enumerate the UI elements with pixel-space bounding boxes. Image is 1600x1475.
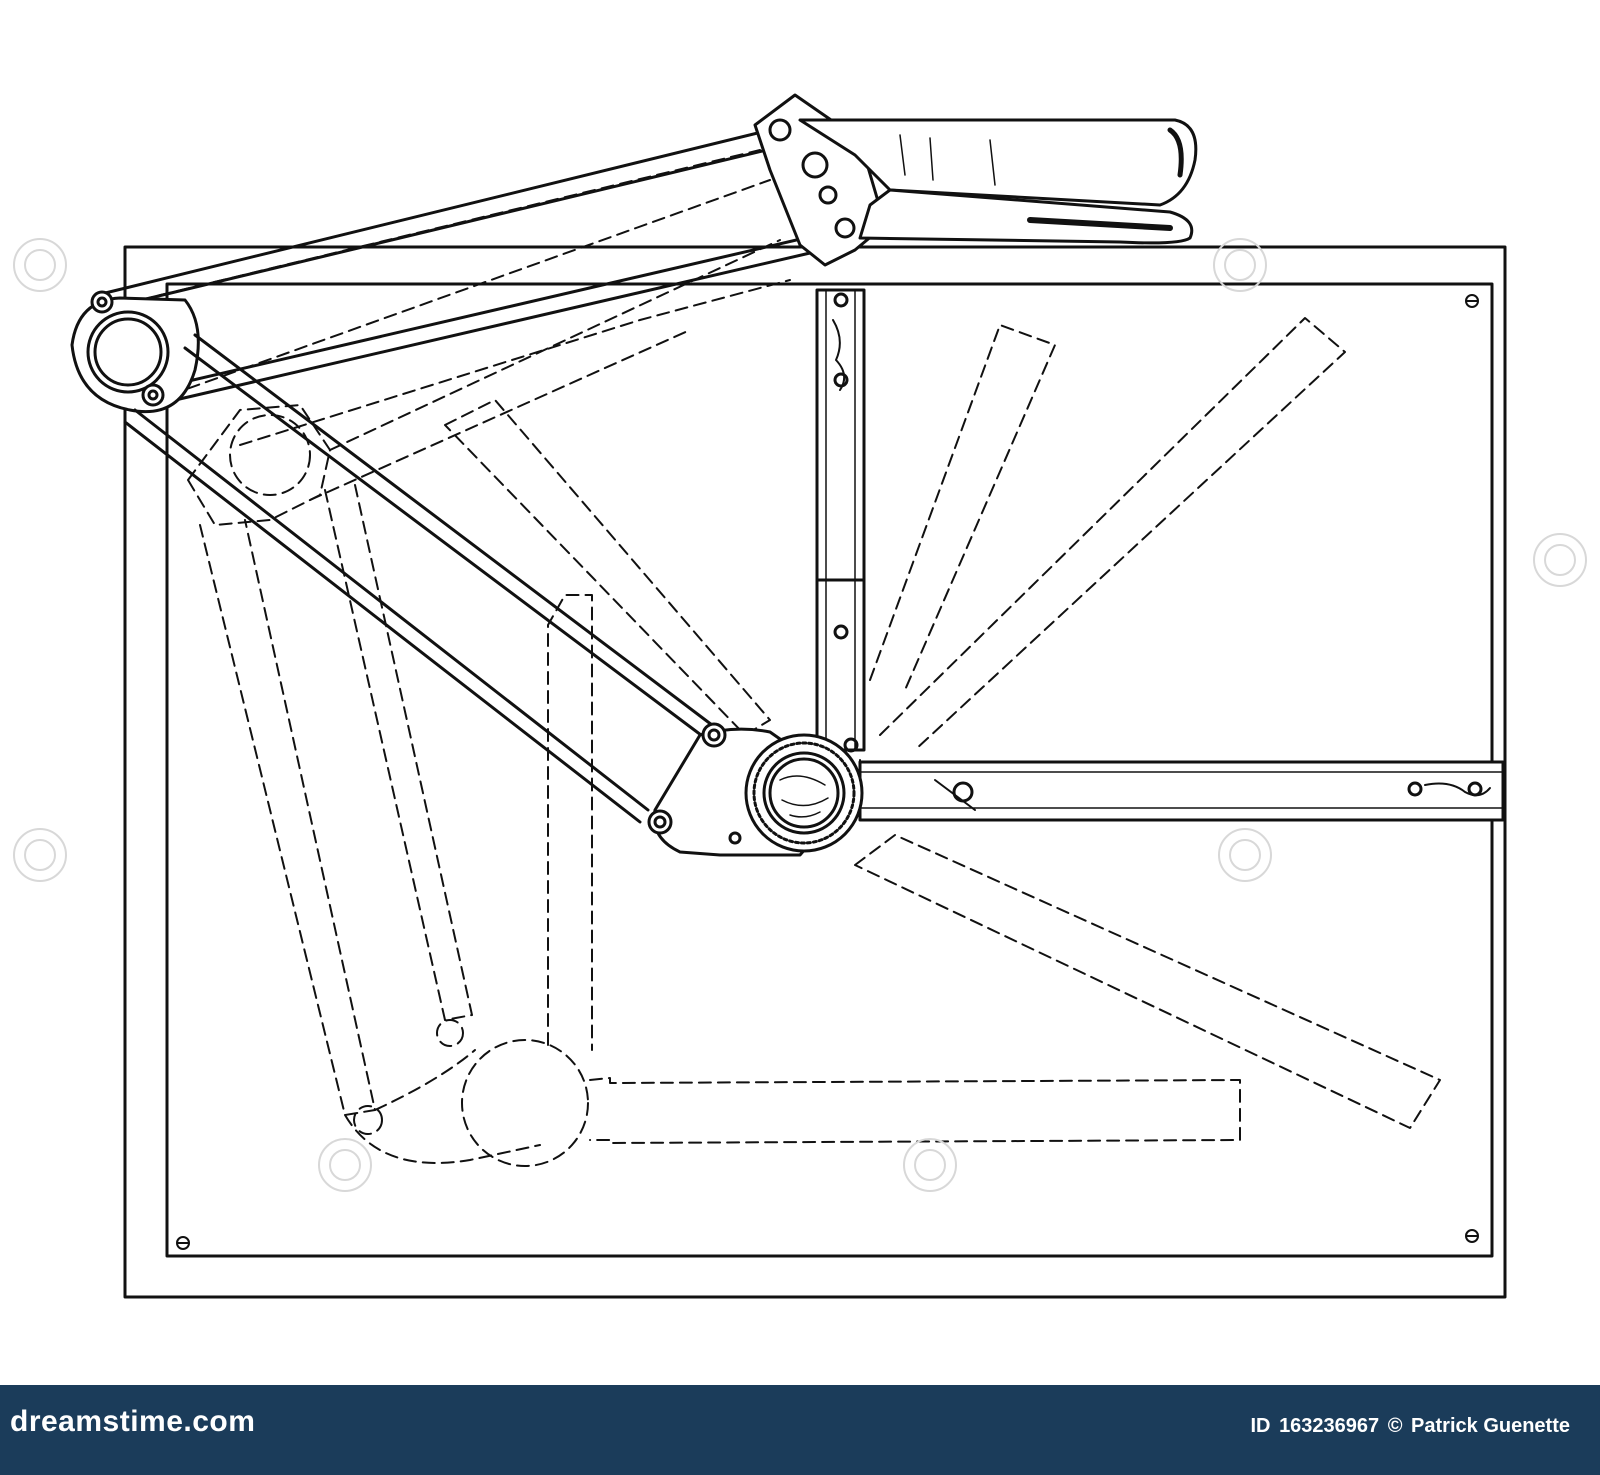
copyright-symbol: ©: [1387, 1415, 1403, 1437]
protractor-head: [647, 722, 864, 857]
drafting-machine-illustration: [13, 93, 1587, 1299]
upper-arm-rods: [95, 128, 812, 406]
elbow-joint: [70, 290, 200, 414]
vertical-scale: [815, 288, 866, 752]
author-name[interactable]: Patrick Guenette: [1411, 1415, 1570, 1437]
watermark-swirl-icon: [13, 238, 1587, 1192]
board-screws: [176, 294, 1479, 1250]
id-number: 163236967: [1279, 1415, 1380, 1437]
brand-logo-text[interactable]: dreamstime.com: [10, 1405, 256, 1438]
footer-bar: dreamstime.com ID 163236967 © Patrick Gu…: [0, 1385, 1600, 1475]
dashed-ghost-positions: [139, 149, 1441, 1167]
board-clamp: [753, 93, 1198, 267]
id-label: ID: [1250, 1415, 1271, 1437]
lower-arm-rods: [123, 333, 714, 824]
horizontal-scale: [858, 760, 1505, 822]
image-credit: ID 163236967 © Patrick Guenette: [1248, 1415, 1571, 1438]
